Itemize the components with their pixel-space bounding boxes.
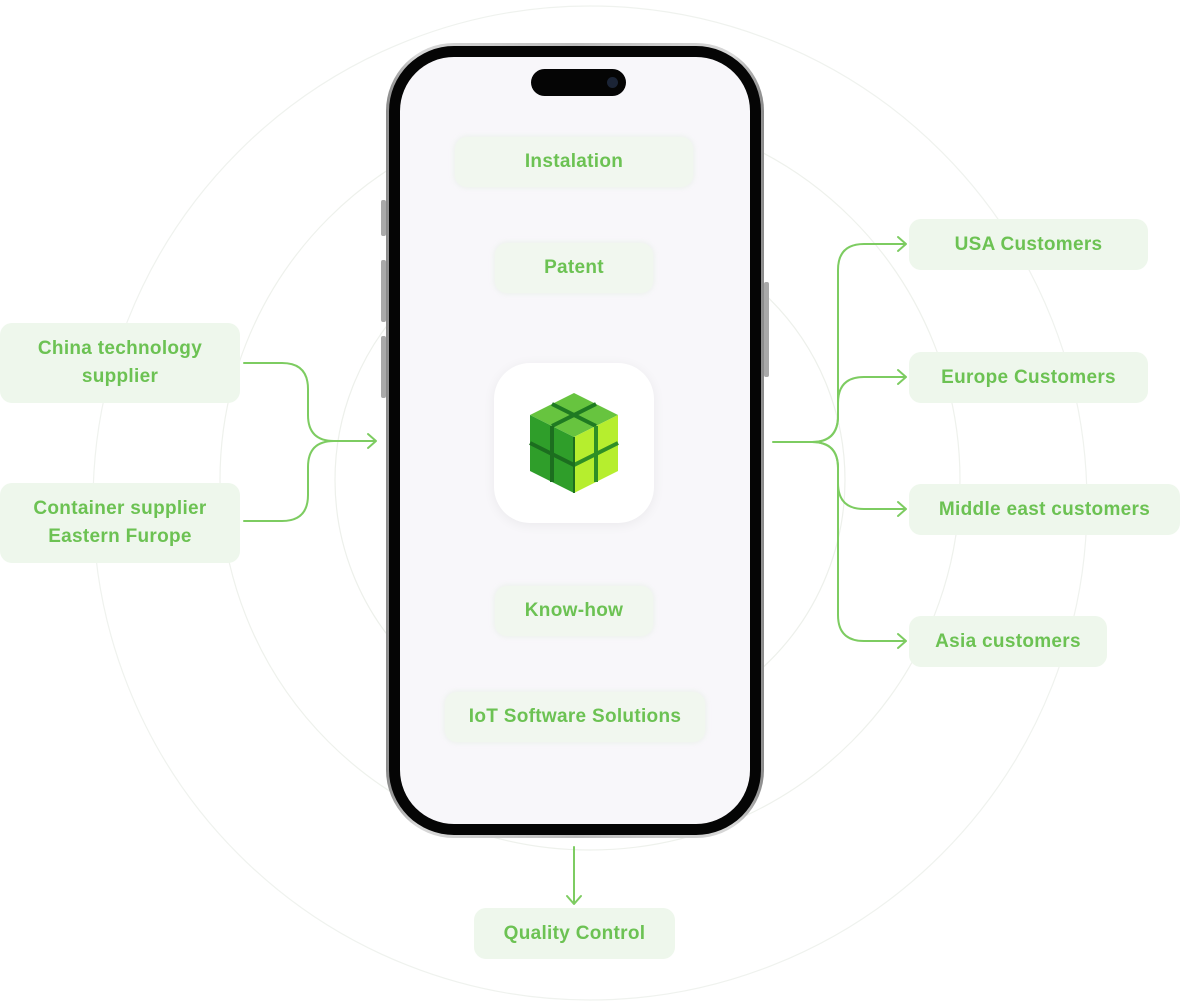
cube-logo-icon [529, 393, 619, 493]
camera-icon [607, 77, 618, 88]
supplier-container-label: Container supplier Eastern Furope [33, 498, 207, 547]
customer-usa: USA Customers [909, 219, 1148, 270]
customer-middle-east: Middle east customers [909, 484, 1180, 535]
customer-europe: Europe Customers [909, 352, 1148, 403]
node-iot-software-label: IoT Software Solutions [468, 706, 682, 727]
output-quality-control: Quality Control [474, 908, 675, 959]
node-know-how-label: Know-how [524, 600, 624, 621]
customer-asia: Asia customers [909, 616, 1107, 667]
customer-europe-label: Europe Customers [941, 366, 1116, 388]
logo-card [494, 363, 654, 523]
node-know-how: Know-how [495, 586, 653, 636]
node-patent-label: Patent [544, 257, 604, 278]
node-instalation-label: Instalation [524, 151, 624, 172]
phone-power-button [764, 282, 769, 377]
customer-middle-east-label: Middle east customers [938, 498, 1151, 520]
phone-action-button [381, 200, 386, 236]
supplier-china-technology-label: China technology supplier [37, 338, 203, 387]
customer-asia-label: Asia customers [935, 630, 1081, 652]
phone-volume-up-button [381, 260, 386, 322]
phone-volume-down-button [381, 336, 386, 398]
node-patent: Patent [495, 243, 653, 293]
node-instalation: Instalation [455, 137, 693, 187]
supplier-china-technology: China technology supplier [0, 323, 240, 403]
supplier-container: Container supplier Eastern Furope [0, 483, 240, 563]
customer-usa-label: USA Customers [954, 233, 1103, 255]
output-quality-control-label: Quality Control [503, 922, 646, 944]
node-iot-software: IoT Software Solutions [445, 692, 705, 742]
dynamic-island [531, 69, 626, 96]
